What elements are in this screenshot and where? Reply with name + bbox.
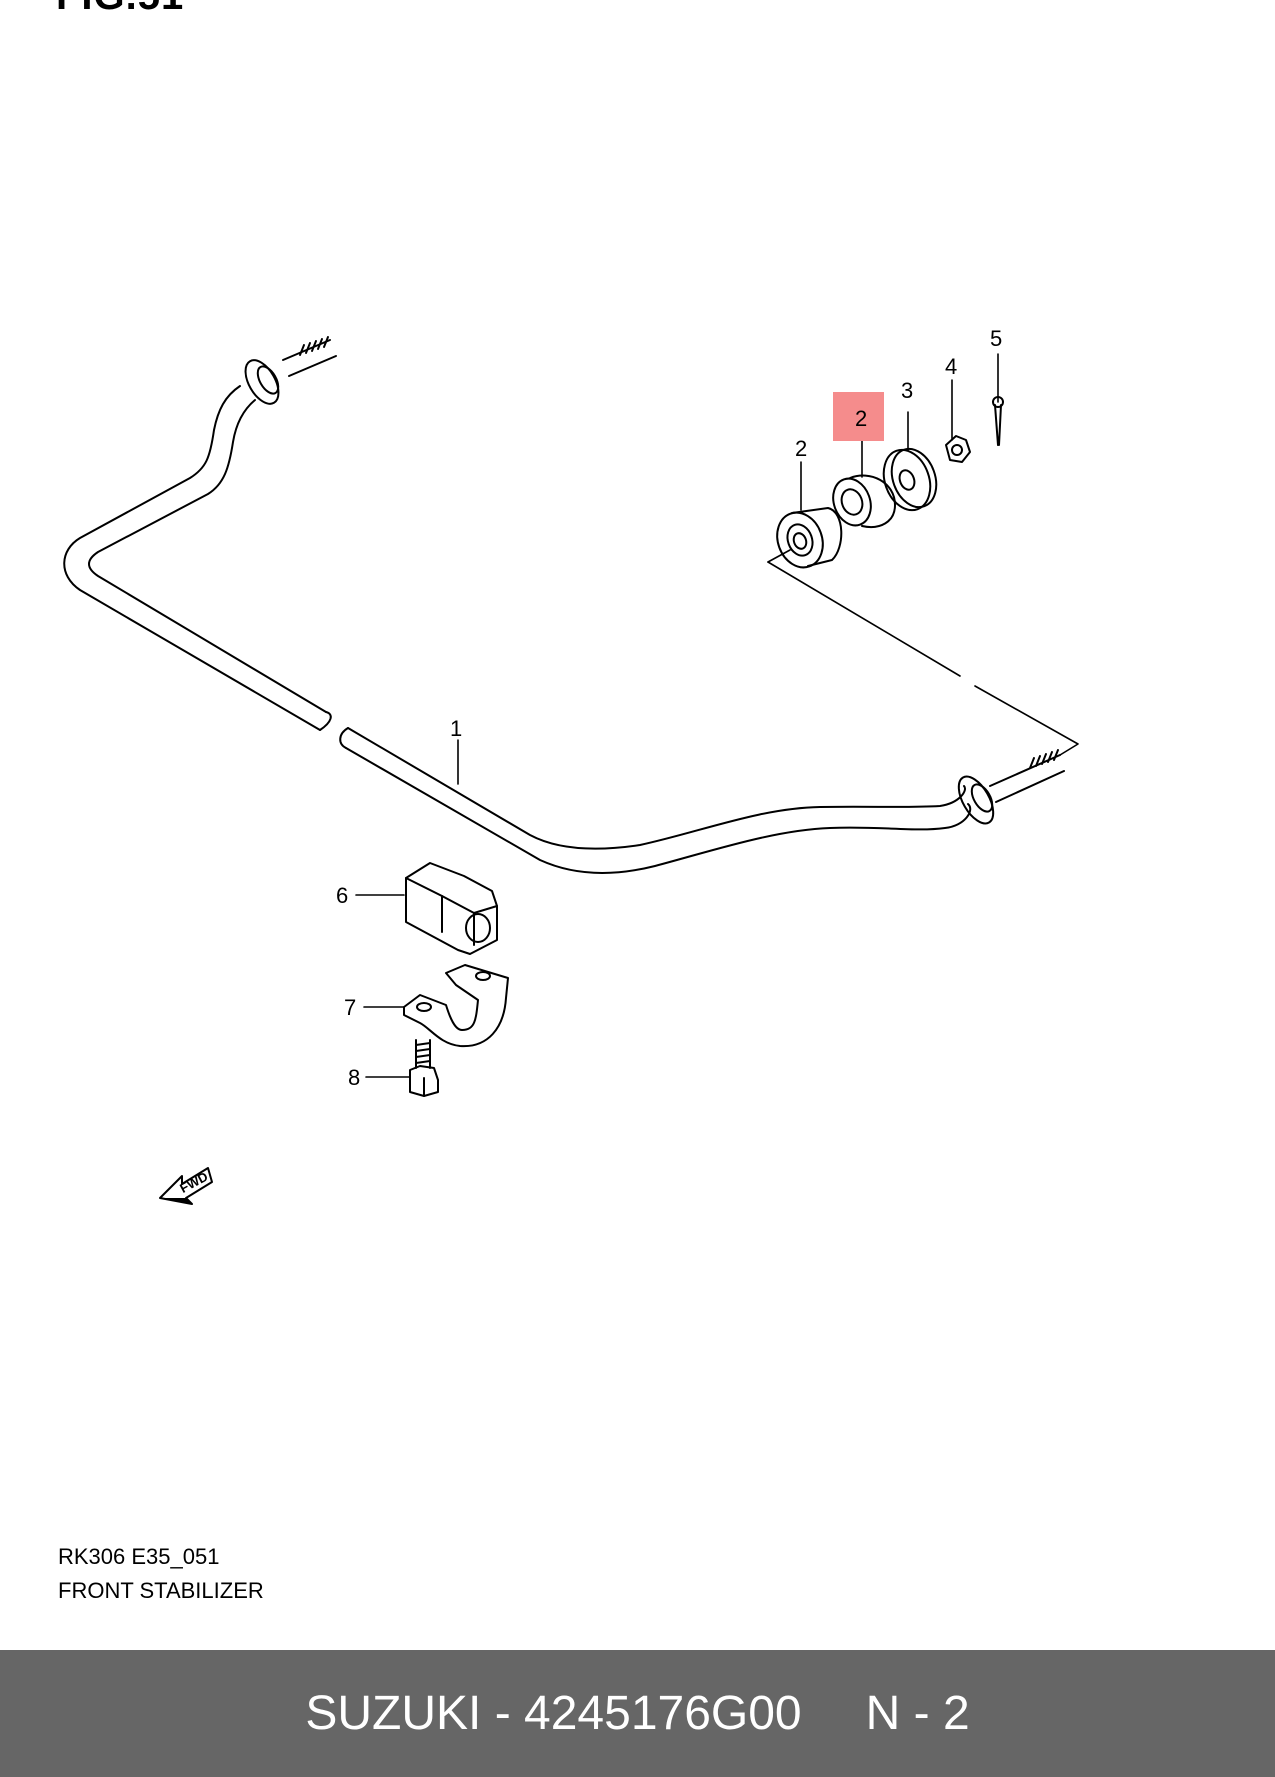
stabilizer-bar [63,336,1065,874]
reference-number: N - 2 [865,1687,970,1740]
callout-1: 1 [450,716,462,741]
cotter-pin-5 [992,396,1004,446]
fwd-arrow-icon: FWD [159,1167,213,1205]
callout-2-highlighted: 2 [855,406,867,431]
bolt-8 [409,1039,439,1097]
figure-name: FRONT STABILIZER [58,1578,264,1603]
washer-3 [882,447,938,512]
callout-2-left: 2 [795,436,807,461]
footer-bar: SUZUKI - 4245176G00 N - 2 [0,1650,1275,1777]
castle-nut-4 [945,435,971,463]
callout-8: 8 [348,1065,360,1090]
left-bar-end [244,336,337,405]
part-number: SUZUKI - 4245176G00 [305,1687,802,1740]
parts-diagram: 1 2 2 3 4 5 6 7 8 FWD [63,326,1079,1205]
callout-7: 7 [344,995,356,1020]
highlight-box [833,392,884,441]
bushing-2-right [832,474,896,528]
mount-bushing-6 [405,862,498,955]
figure-code: RK306 E35_051 [58,1544,220,1569]
callout-leaders [355,353,999,1078]
bushing-2-left [776,507,843,569]
right-bar-end [957,749,1065,825]
callout-4: 4 [945,354,957,379]
clamp-bracket-7 [403,964,509,1048]
callout-3: 3 [901,378,913,403]
figure-title: FIG.51 [56,0,184,19]
callout-5: 5 [990,326,1002,351]
callout-6: 6 [336,883,348,908]
